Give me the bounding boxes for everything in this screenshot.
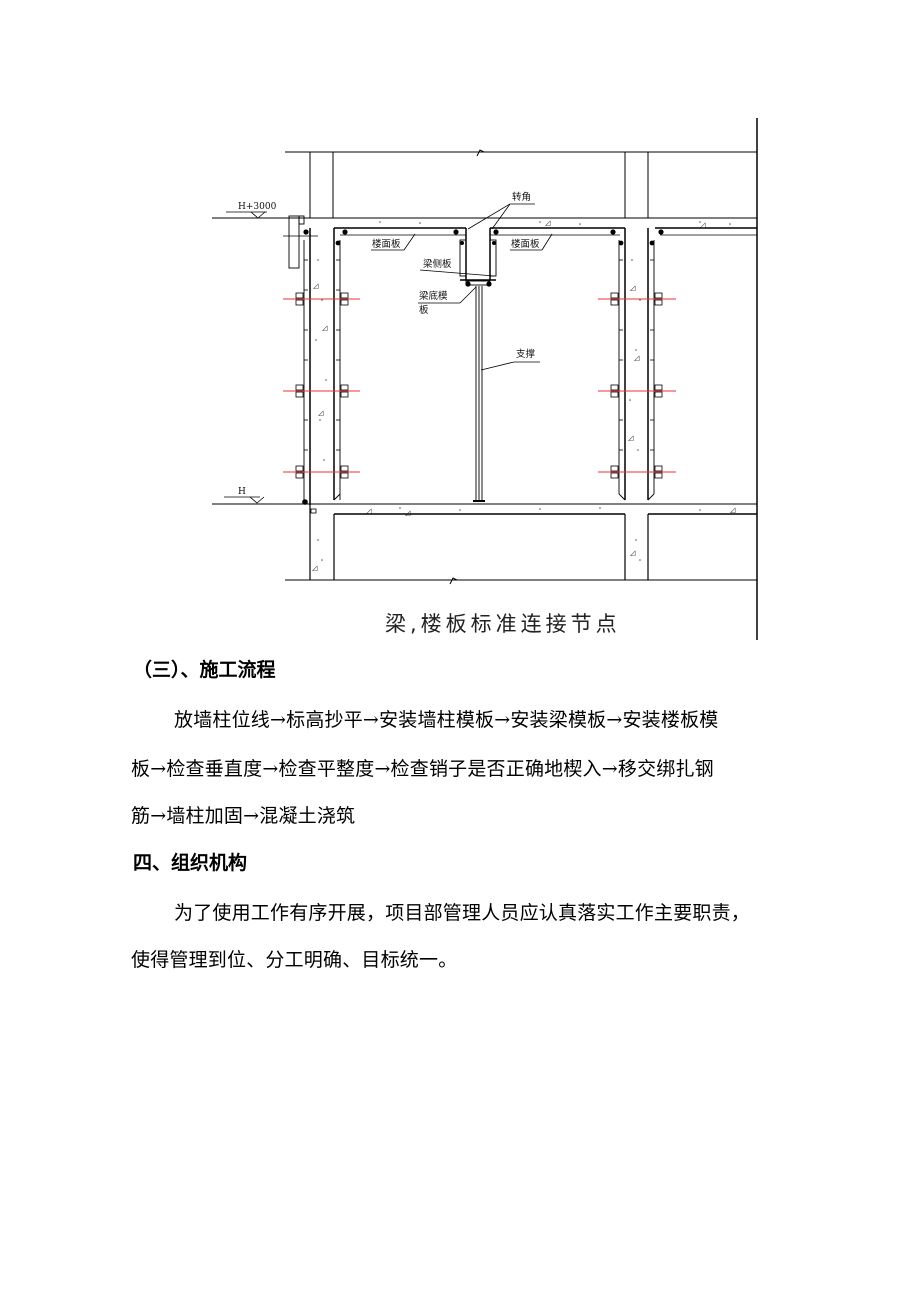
elevation-bottom-label: H [238,487,246,497]
section-3-paragraph-line-3: 筋→墙柱加固→混凝土浇筑 [131,805,356,827]
floor-slab-left-label: 楼面板 [372,238,401,250]
svg-text:◿: ◿ [318,409,324,417]
section-3-paragraph-line-1: 放墙柱位线→标高抄平→安装墙柱模板→安装梁模板→安装楼板模 [174,709,719,731]
section-4-paragraph-line-1: 为了使用工作有序开展，项目部管理人员应认真落实工作主要职责， [174,902,751,924]
support-label: 支撑 [516,348,536,360]
section-3-heading: （三）、施工流程 [133,659,276,681]
svg-text:◿: ◿ [634,354,640,362]
section-3-paragraph-line-2: 板→检查垂直度→检查平整度→检查销子是否正确地楔入→移交绑扎钢 [131,758,714,780]
svg-text:◿: ◿ [630,284,636,292]
figure-caption: 梁,楼板标准连接节点 [385,612,621,636]
svg-text:◿: ◿ [628,434,634,442]
svg-text:◿: ◿ [545,219,551,227]
svg-text:◿: ◿ [405,509,411,517]
svg-text:◿: ◿ [630,549,636,557]
svg-text:◿: ◿ [700,221,706,229]
drawing-svg: H+3000 [212,118,758,640]
svg-text:◿: ◿ [730,506,736,514]
svg-text:◿: ◿ [313,282,319,290]
section-4-heading: 四、组织机构 [133,852,248,874]
elevation-top-label: H+3000 [238,202,277,212]
svg-text:◿: ◿ [312,564,318,572]
section-4-paragraph-line-2: 使得管理到位、分工明确、目标统一。 [131,949,458,971]
connection-node-drawing: H+3000 [200,110,780,650]
floor-slab-right-label: 楼面板 [511,238,540,250]
beam-bottom-board-label-2: 板 [419,304,429,316]
svg-text:◿: ◿ [322,324,328,332]
tie-bars-left [283,292,360,479]
beam-bottom-board-label-1: 梁底模 [419,290,448,302]
corner-label: 转角 [512,191,531,203]
svg-text:◿: ◿ [366,507,372,515]
beam-side-board-label: 梁侧板 [423,258,452,270]
tie-bars-right [598,292,676,479]
